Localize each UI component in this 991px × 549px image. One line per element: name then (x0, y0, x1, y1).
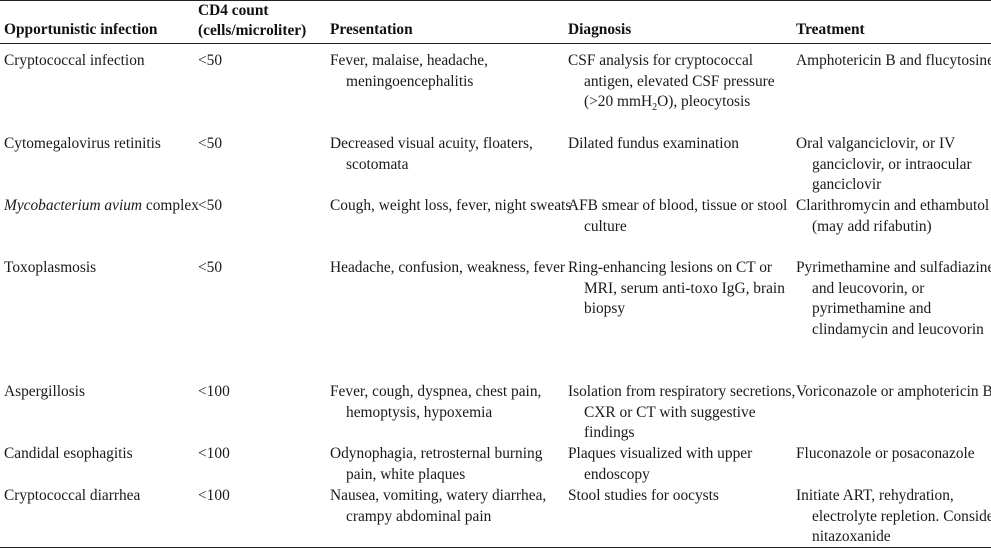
cell-presentation: Odynophagia, retrosternal burning pain, … (330, 445, 543, 483)
table-header: Opportunistic infection CD4 count (cells… (0, 0, 991, 44)
cell-infection: Aspergillosis (4, 383, 85, 400)
cell-treatment: Fluconazole or posaconazole (796, 445, 975, 462)
cell-cd4: <50 (198, 52, 223, 69)
header-cd4: CD4 count (cells/microliter) (198, 1, 320, 40)
cell-cd4: <50 (198, 197, 223, 214)
cell-presentation: Cough, weight loss, fever, night sweats (330, 197, 572, 214)
cell-diagnosis: CSF analysis for cryptococcal antigen, e… (568, 51, 806, 113)
cell-presentation: Nausea, vomiting, watery diarrhea, cramp… (330, 487, 547, 525)
cell-diagnosis: AFB smear of blood, tissue or stool cult… (568, 197, 788, 235)
cell-treatment: Voriconazole or amphotericin B (796, 383, 991, 400)
diagnosis-text-rest: O), pleocytosis (657, 93, 751, 111)
header-presentation: Presentation (330, 21, 413, 38)
cell-infection: Mycobacterium avium complex (4, 196, 206, 217)
table-bottom-rule (0, 547, 991, 548)
cell-cd4: <100 (198, 487, 230, 504)
cell-treatment: Initiate ART, rehydration, electrolyte r… (796, 487, 991, 546)
cell-presentation: Fever, cough, dyspnea, chest pain, hemop… (330, 383, 542, 421)
cell-infection: Cytomegalovirus retinitis (4, 135, 161, 152)
cell-diagnosis: Ring-enhancing lesions on CT or MRI, ser… (568, 259, 785, 318)
cell-treatment: Oral valganciclovir, or IV ganciclovir, … (796, 135, 972, 194)
header-cd4-line1: CD4 count (198, 2, 269, 19)
cell-infection: Cryptococcal diarrhea (4, 487, 141, 504)
header-cd4-line2: (cells/microliter) (198, 21, 307, 39)
cell-cd4: <100 (198, 383, 230, 400)
cell-infection: Toxoplasmosis (4, 259, 97, 276)
diagnosis-text-main: CSF analysis for cryptococcal antigen, e… (568, 52, 775, 111)
cell-infection: Cryptococcal infection (4, 52, 145, 69)
cell-treatment: Clarithromycin and ethambutol (may add r… (796, 197, 990, 235)
cell-cd4: <50 (198, 135, 223, 152)
cell-infection: Candidal esophagitis (4, 445, 133, 462)
cell-diagnosis: Plaques visualized with upper endoscopy (568, 445, 753, 483)
cell-diagnosis: Stool studies for oocysts (568, 487, 719, 504)
header-treatment: Treatment (796, 21, 865, 38)
cell-presentation: Fever, malaise, headache, meningoencepha… (330, 52, 488, 90)
header-diagnosis: Diagnosis (568, 21, 632, 38)
cell-diagnosis: Isolation from respiratory secretions, C… (568, 383, 796, 442)
subscript-two: 2 (652, 102, 658, 114)
cell-cd4: <50 (198, 259, 223, 276)
cell-presentation: Decreased visual acuity, floaters, scoto… (330, 135, 533, 173)
header-infection: Opportunistic infection (4, 21, 158, 38)
cell-presentation: Headache, confusion, weakness, fever (330, 259, 566, 276)
cell-diagnosis: Dilated fundus examination (568, 135, 739, 152)
infection-italic-name: Mycobacterium avium (4, 197, 143, 214)
cell-treatment: Amphotericin B and flucytosine (796, 52, 991, 69)
cell-cd4: <100 (198, 445, 230, 462)
cell-treatment: Pyrimethamine and sulfadiazine and leuco… (796, 259, 991, 338)
infection-name-rest: complex (142, 197, 199, 214)
